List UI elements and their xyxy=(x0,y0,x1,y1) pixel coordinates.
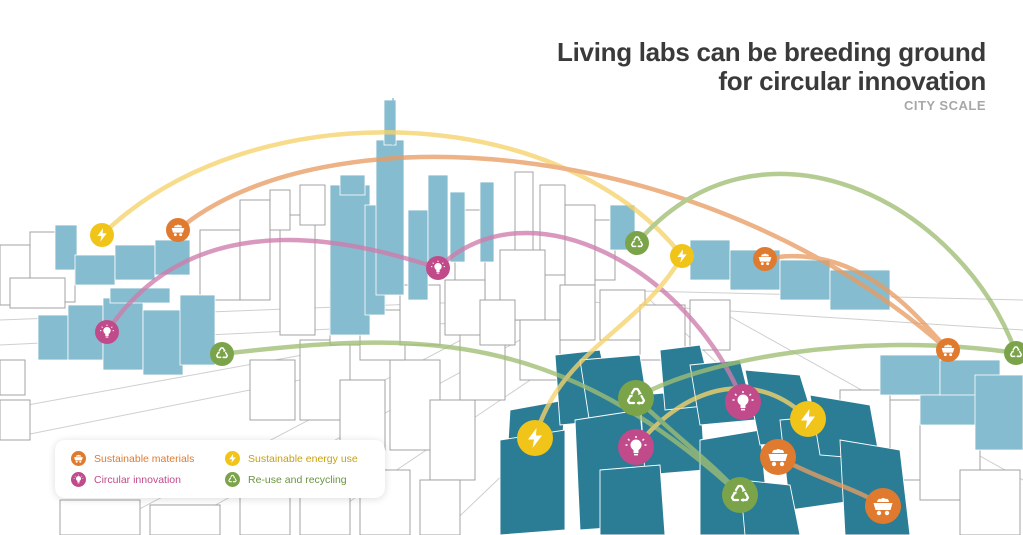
title-line-2: for circular innovation xyxy=(718,66,986,96)
materials-marker xyxy=(865,488,901,524)
connection-arcs xyxy=(99,130,1019,509)
legend-label: Re-use and recycling xyxy=(248,473,347,486)
innovation-marker xyxy=(725,384,761,420)
page-subtitle: CITY SCALE xyxy=(903,98,986,113)
legend-label: Sustainable energy use xyxy=(248,452,358,465)
energy-marker xyxy=(670,244,694,268)
recycling-marker xyxy=(210,342,234,366)
mine-cart-icon xyxy=(71,451,86,466)
legend: Sustainable materials Sustainable energy… xyxy=(55,440,385,498)
recycling-marker xyxy=(625,231,649,255)
title-line-1: Living labs can be breeding ground xyxy=(557,37,986,67)
lightning-icon xyxy=(225,451,240,466)
energy-marker xyxy=(517,420,553,456)
materials-marker xyxy=(166,218,190,242)
recycling-marker xyxy=(722,477,758,513)
recycling-marker xyxy=(618,380,654,416)
recycle-icon xyxy=(225,472,240,487)
innovation-marker xyxy=(618,429,654,465)
recycling-marker xyxy=(1004,341,1023,365)
materials-marker xyxy=(936,338,960,362)
legend-item-energy: Sustainable energy use xyxy=(225,451,358,466)
innovation-marker xyxy=(426,256,450,280)
teal-buildings xyxy=(499,344,911,535)
page-title: Living labs can be breeding ground for c… xyxy=(557,38,986,96)
energy-marker xyxy=(90,223,114,247)
innovation-marker xyxy=(95,320,119,344)
energy-marker xyxy=(790,401,826,437)
legend-item-innovation: Circular innovation xyxy=(71,472,181,487)
lightbulb-icon xyxy=(71,472,86,487)
markers xyxy=(90,218,1023,524)
legend-item-recycling: Re-use and recycling xyxy=(225,472,347,487)
legend-label: Sustainable materials xyxy=(94,452,195,465)
legend-item-materials: Sustainable materials xyxy=(71,451,194,466)
materials-marker xyxy=(753,247,777,271)
legend-label: Circular innovation xyxy=(94,473,181,486)
materials-marker xyxy=(760,439,796,475)
